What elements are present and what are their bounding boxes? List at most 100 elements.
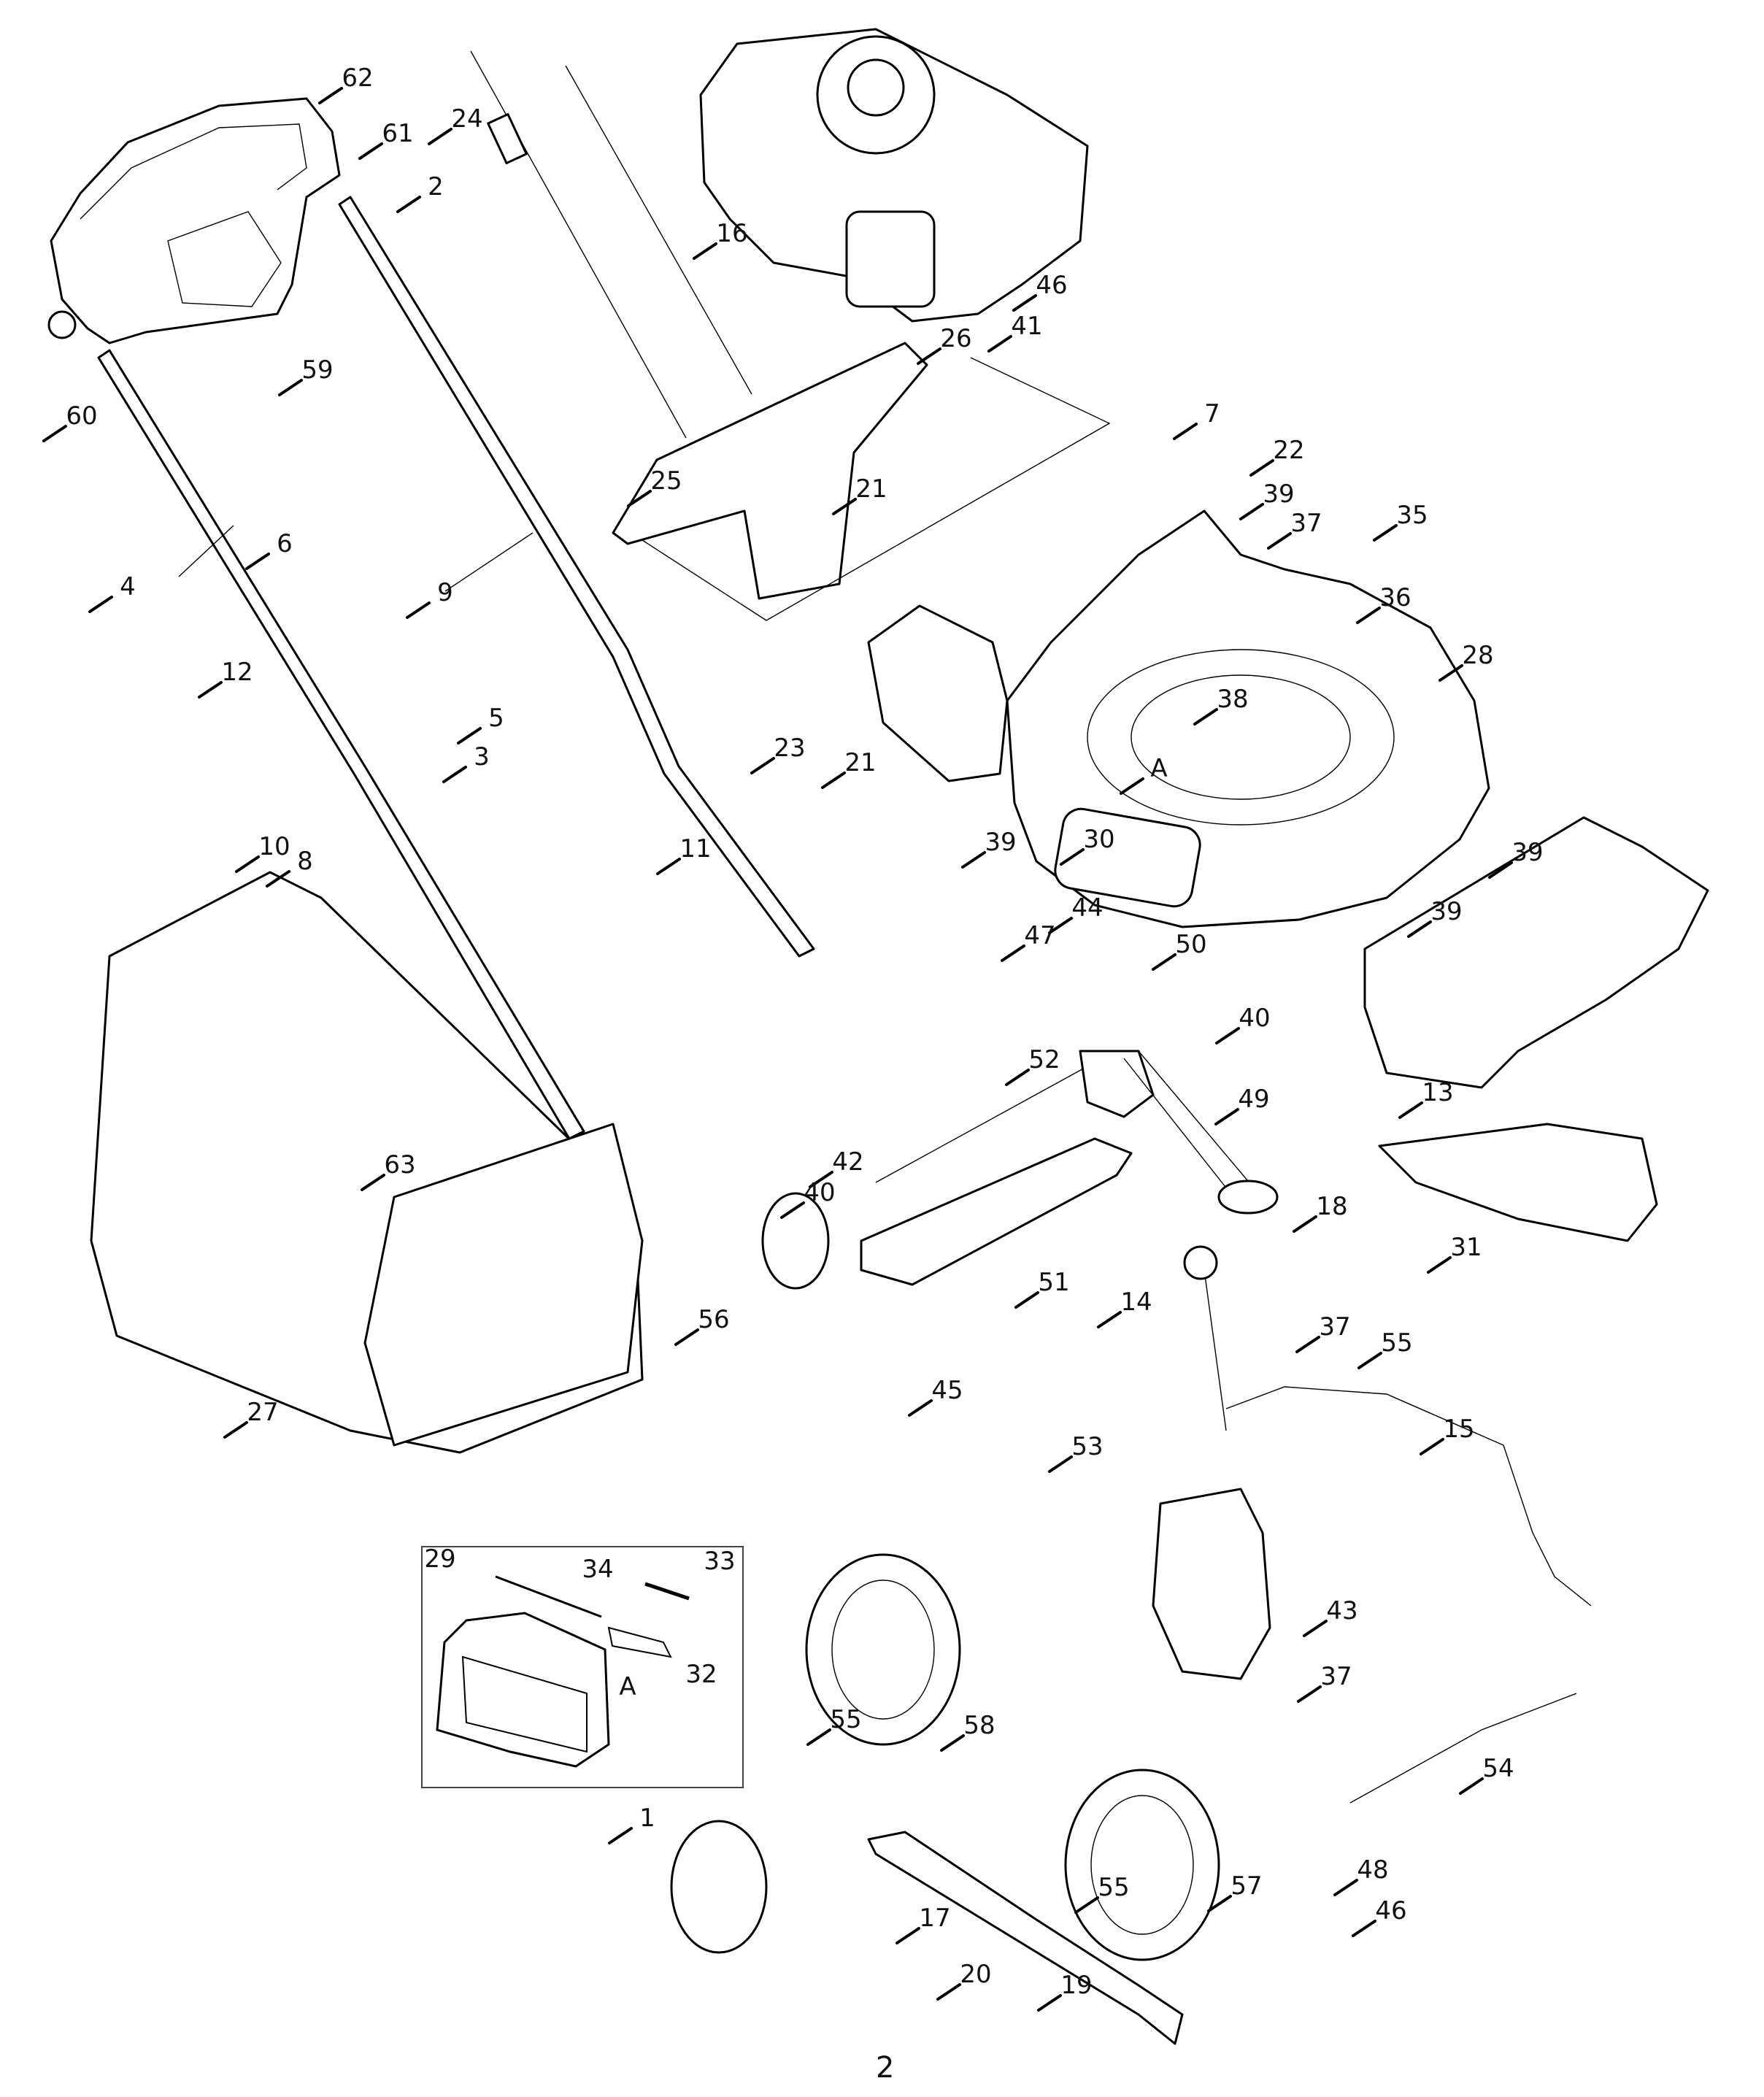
callout-15: 15	[1443, 1415, 1475, 1444]
callout-5: 5	[488, 704, 504, 733]
leader-line	[1295, 1336, 1320, 1353]
leader-line	[1215, 1027, 1240, 1044]
leader-line	[1297, 1685, 1322, 1703]
leader-line	[1373, 524, 1398, 542]
leader-line	[358, 142, 383, 160]
leader-line	[750, 757, 775, 774]
leader-line	[457, 727, 482, 744]
inset-callout-33: 33	[704, 1547, 736, 1576]
callout-44: 44	[1071, 893, 1104, 923]
leader-line	[428, 128, 452, 145]
callout-63: 63	[384, 1150, 416, 1180]
callout-30: 30	[1083, 825, 1115, 854]
callout-60: 60	[66, 401, 98, 431]
rear-guard	[1363, 816, 1709, 1089]
callout-9: 9	[437, 578, 453, 607]
callout-4: 4	[120, 572, 136, 601]
callout-36: 36	[1379, 583, 1411, 612]
drive-assembly	[761, 1050, 1279, 1290]
callout-38: 38	[1217, 685, 1249, 714]
leader-line	[832, 498, 857, 515]
leader-line	[1048, 917, 1073, 934]
leader-line	[1420, 1438, 1444, 1455]
callout-21: 21	[855, 474, 887, 504]
leader-line	[223, 1421, 248, 1439]
leader-line	[961, 851, 986, 869]
callout-40: 40	[1239, 1004, 1271, 1033]
callout-51: 51	[1038, 1268, 1070, 1297]
control-cables	[470, 50, 752, 439]
leader-line	[42, 425, 67, 442]
leader-line	[936, 1983, 961, 2001]
callout-22: 22	[1273, 436, 1305, 465]
leader-line	[1438, 664, 1463, 682]
leader-line	[406, 601, 431, 619]
leader-line	[608, 1827, 633, 1844]
callout-41: 41	[1011, 312, 1043, 341]
callout-47: 47	[1024, 921, 1056, 950]
leader-line	[1012, 294, 1037, 312]
leader-line	[1356, 607, 1381, 624]
callout-56: 56	[698, 1305, 730, 1334]
engine	[699, 28, 1089, 323]
inset-callout-29: 29	[424, 1544, 456, 1574]
wheels	[670, 1553, 1220, 1961]
callout-24: 24	[451, 104, 483, 134]
page-number: 2	[876, 2051, 895, 2085]
callout-19: 19	[1060, 1971, 1093, 2000]
callout-7: 7	[1204, 399, 1220, 428]
inset-box-29	[421, 1546, 744, 1788]
leader-line	[266, 870, 290, 888]
leader-line	[1267, 532, 1292, 550]
callout-17: 17	[919, 1904, 951, 1933]
callout-2: 2	[428, 172, 444, 201]
callout-18: 18	[1316, 1192, 1348, 1221]
callout-12: 12	[221, 658, 253, 687]
callout-46: 46	[1375, 1896, 1407, 1925]
leader-line	[235, 855, 260, 873]
callout-59: 59	[301, 355, 334, 385]
leader-line	[1037, 1994, 1062, 2012]
leader-line	[656, 858, 681, 875]
callout-31: 31	[1450, 1233, 1482, 1262]
callout-39: 39	[1511, 838, 1544, 867]
leader-line	[88, 596, 113, 613]
leader-line	[627, 490, 652, 507]
leader-line	[1014, 1291, 1039, 1309]
leader-line	[1005, 1069, 1030, 1086]
callout-20: 20	[960, 1960, 992, 1989]
callout-57: 57	[1230, 1871, 1263, 1901]
leader-line	[1398, 1101, 1423, 1119]
callout-26: 26	[940, 324, 972, 353]
leader-line	[278, 379, 303, 396]
leader-line	[1357, 1352, 1382, 1369]
leader-line	[1407, 920, 1432, 938]
leader-line	[1193, 708, 1218, 726]
callout-45: 45	[931, 1376, 963, 1405]
callout-3: 3	[474, 742, 490, 772]
leader-line	[1152, 953, 1176, 971]
callout-37: 37	[1290, 509, 1322, 538]
callout-25: 25	[650, 466, 682, 496]
callout-39: 39	[985, 828, 1017, 857]
inset-callout-32: 32	[685, 1660, 717, 1689]
callout-54: 54	[1482, 1754, 1514, 1783]
leader-line	[1427, 1256, 1452, 1274]
leader-line	[674, 1328, 699, 1346]
leader-line	[987, 335, 1012, 353]
leader-line	[1488, 861, 1513, 879]
callout-35: 35	[1396, 501, 1428, 530]
callout-52: 52	[1028, 1045, 1060, 1074]
leader-line	[1120, 777, 1144, 795]
mower-deck	[867, 509, 1490, 928]
leader-line	[1459, 1777, 1484, 1795]
leader-line	[361, 1174, 385, 1191]
leader-line	[693, 242, 717, 260]
leader-line	[1303, 1620, 1328, 1637]
callout-6: 6	[277, 529, 293, 558]
leader-line	[442, 766, 467, 783]
inset-callout-A: A	[619, 1672, 636, 1701]
grass-catcher	[90, 871, 644, 1454]
callout-8: 8	[297, 847, 313, 876]
